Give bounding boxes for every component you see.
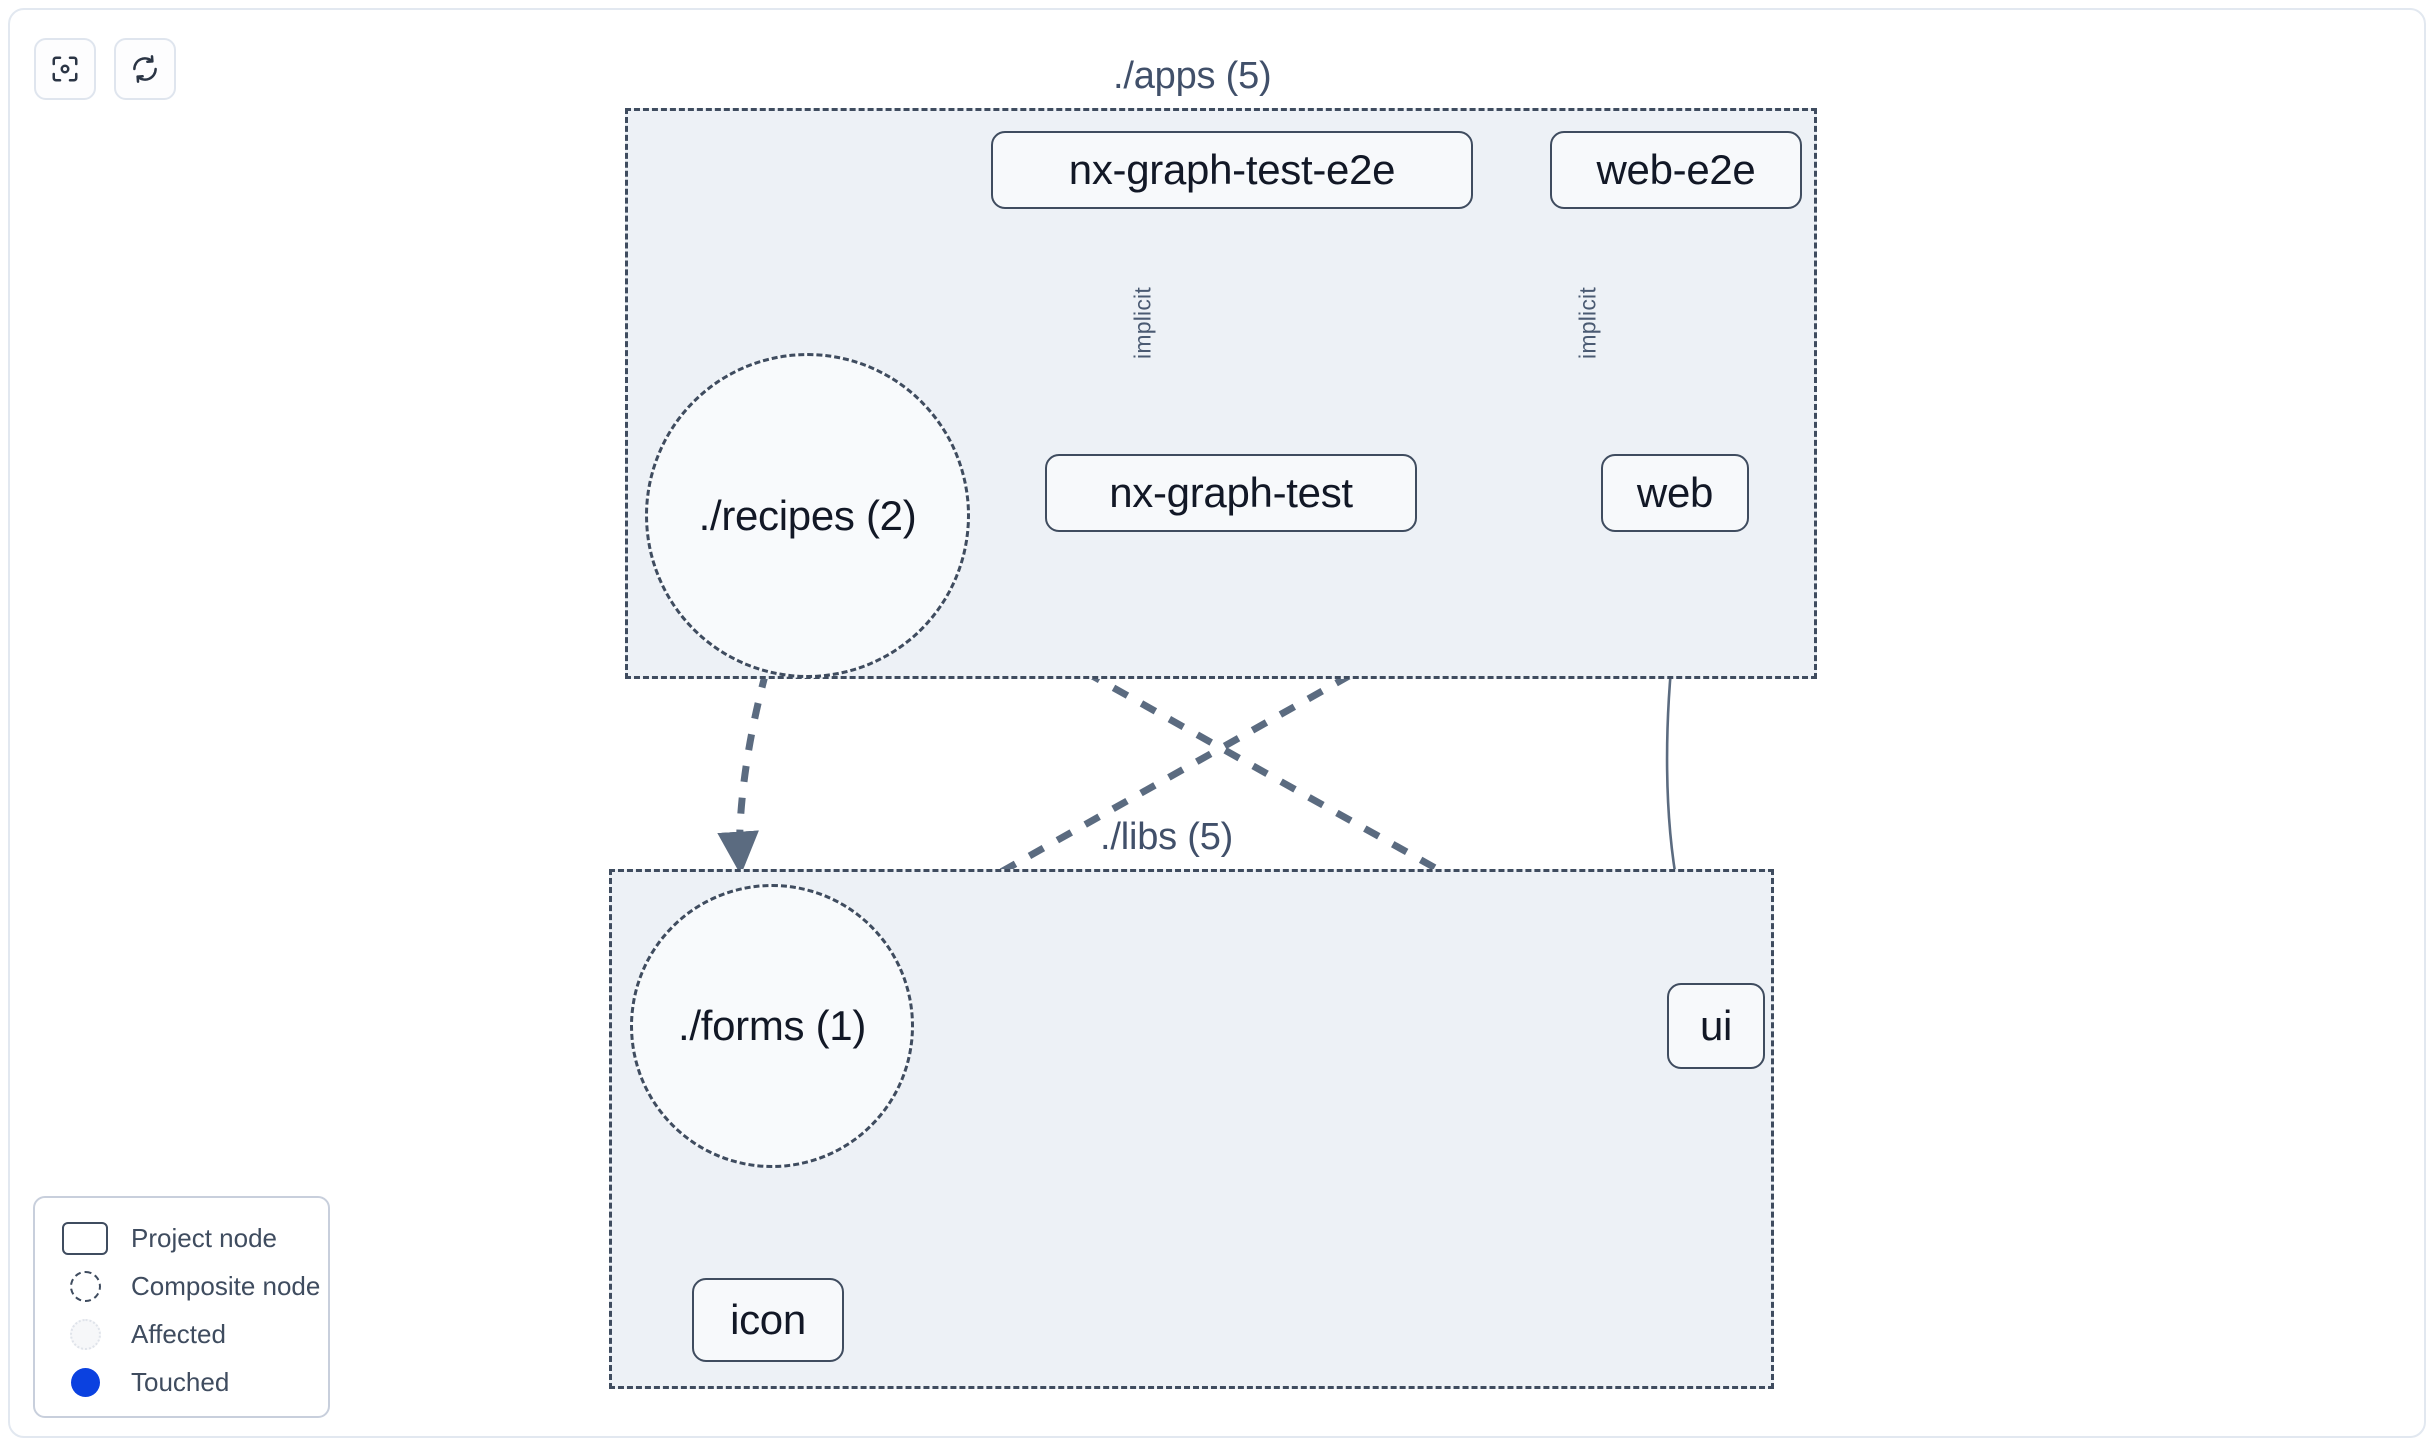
refresh-graph-button[interactable] [114,38,176,100]
group-label-libs: ./libs (5) [1100,816,1234,858]
node-icon[interactable]: icon [692,1278,844,1362]
node-forms-composite[interactable]: ./forms (1) [630,884,914,1168]
legend-item-project-node: Project node [61,1214,328,1262]
node-ui[interactable]: ui [1667,983,1765,1069]
edge-recipes-to-forms[interactable] [717,671,770,876]
node-web-e2e[interactable]: web-e2e [1550,131,1802,209]
node-recipes-composite[interactable]: ./recipes (2) [645,353,970,678]
edge-label-implicit-nx-graph-test: implicit [1129,287,1156,359]
focus-graph-button[interactable] [34,38,96,100]
legend-item-touched: Touched [61,1358,328,1406]
affected-swatch [61,1317,109,1351]
composite-node-swatch [61,1269,109,1303]
refresh-icon [130,54,160,84]
graph-legend: Project node Composite node Affected Tou… [33,1196,330,1418]
focus-target-icon [50,54,80,84]
edge-label-implicit-web: implicit [1574,287,1601,359]
graph-toolbar [34,38,176,100]
legend-label: Touched [131,1366,230,1397]
legend-label: Affected [131,1318,226,1349]
legend-label: Composite node [131,1270,321,1301]
legend-item-composite-node: Composite node [61,1262,328,1310]
legend-item-affected: Affected [61,1310,328,1358]
node-web[interactable]: web [1601,454,1749,532]
node-nx-graph-test-e2e[interactable]: nx-graph-test-e2e [991,131,1473,209]
touched-swatch [61,1365,109,1399]
legend-label: Project node [131,1222,277,1253]
node-nx-graph-test[interactable]: nx-graph-test [1045,454,1417,532]
group-label-apps: ./apps (5) [1113,55,1272,97]
project-node-swatch [61,1221,109,1255]
